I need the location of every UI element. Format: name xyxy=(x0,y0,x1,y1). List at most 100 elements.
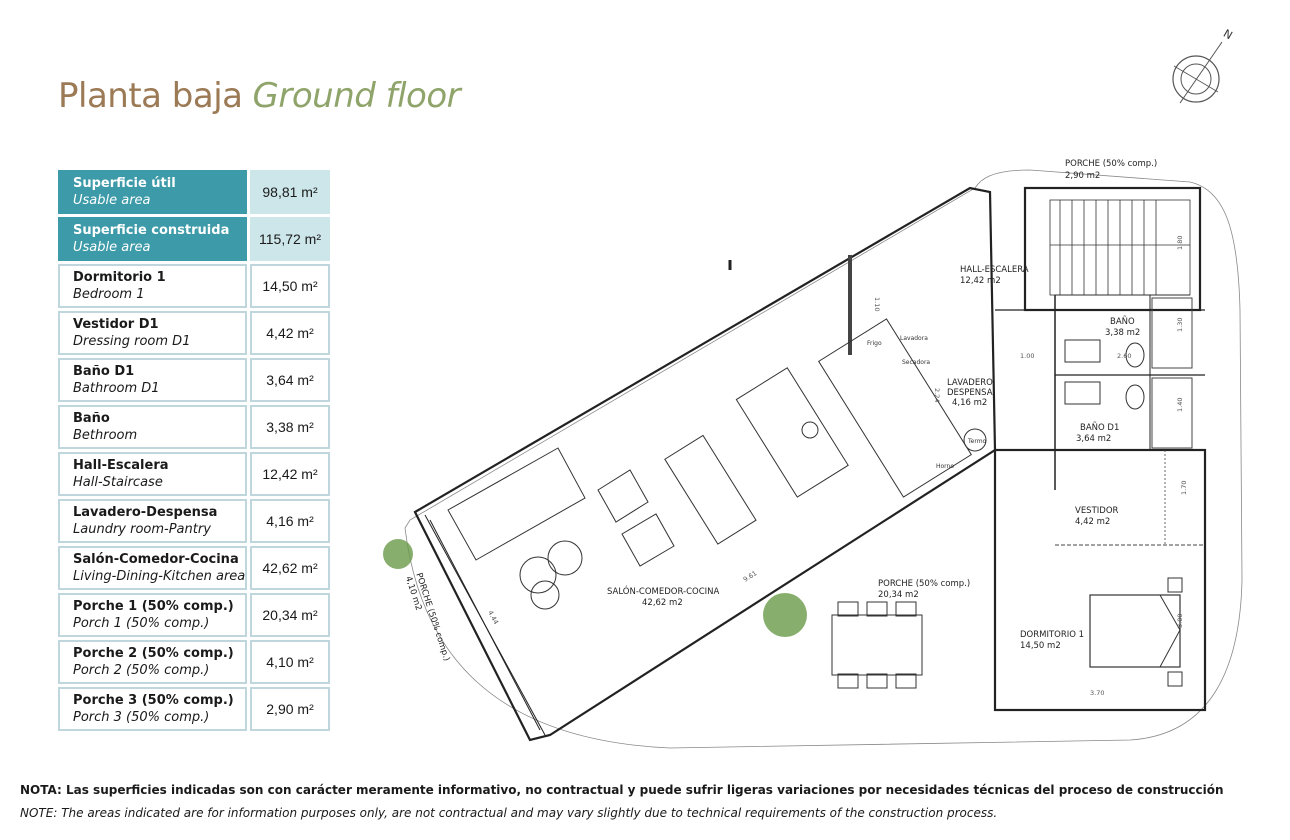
note-spanish: NOTA: Las superficies indicadas son con … xyxy=(20,783,1224,797)
label-banod1-area: 3,64 m2 xyxy=(1076,434,1111,444)
tree-icon xyxy=(383,539,807,637)
dim-label: 4.44 xyxy=(486,609,500,626)
note-english: NOTE: The areas indicated are for inform… xyxy=(20,806,998,820)
label-horno: Horno xyxy=(936,463,954,470)
area-row: Porche 3 (50% comp.)Porch 3 (50% comp.) … xyxy=(58,687,330,731)
area-name-es: Salón-Comedor-Cocina xyxy=(73,552,239,567)
site-boundary xyxy=(404,169,1243,749)
area-name-es: Dormitorio 1 xyxy=(73,270,166,285)
label-bano-name: BAÑO xyxy=(1110,316,1135,327)
area-name-es: Porche 3 (50% comp.) xyxy=(73,693,234,708)
compass-icon: N xyxy=(1172,27,1235,104)
dim-label: 1.40 xyxy=(1176,398,1184,412)
label-hall-area: 12,42 m2 xyxy=(960,276,1001,286)
dim-label: 1.70 xyxy=(1180,481,1188,495)
area-name-es: Superficie construida xyxy=(73,223,230,238)
area-value: 98,81 m² xyxy=(250,170,330,214)
label-salon-name: SALÓN-COMEDOR-COCINA xyxy=(607,585,720,597)
area-value: 2,90 m² xyxy=(250,687,330,731)
label-lavadero-name1: LAVADERO xyxy=(947,378,993,388)
area-value: 12,42 m² xyxy=(250,452,330,496)
label-frigo: Frigo xyxy=(867,340,882,347)
area-name-es: Baño D1 xyxy=(73,364,135,379)
dim-label: 2.60 xyxy=(1117,352,1131,360)
label-banod1-name: BAÑO D1 xyxy=(1080,422,1119,433)
label-porche3-name: PORCHE (50% comp.) xyxy=(1065,159,1157,169)
area-value: 14,50 m² xyxy=(250,264,330,308)
area-name-en: Living-Dining-Kitchen area xyxy=(73,569,246,584)
dim-label: 1.30 xyxy=(1176,318,1184,332)
area-name-es: Porche 1 (50% comp.) xyxy=(73,599,234,614)
living-block xyxy=(413,186,997,742)
label-secadora: Secadora xyxy=(902,359,930,366)
area-value: 20,34 m² xyxy=(250,593,330,637)
title-spanish: Planta baja xyxy=(58,76,243,116)
area-name-en: Usable area xyxy=(73,240,151,255)
area-name-en: Dressing room D1 xyxy=(73,334,191,349)
label-vestidor-area: 4,42 m2 xyxy=(1075,517,1110,527)
dim-label: 2.24 xyxy=(933,388,941,402)
dim-label: 1.10 xyxy=(873,297,881,311)
dining-table xyxy=(664,434,923,689)
label-dormitorio-name: DORMITORIO 1 xyxy=(1020,630,1084,640)
area-name-en: Hall-Staircase xyxy=(73,475,163,490)
area-name-es: Superficie útil xyxy=(73,176,176,191)
label-termo: Termo xyxy=(967,438,987,445)
sofa xyxy=(447,447,675,610)
area-name-en: Bathroom D1 xyxy=(73,381,160,396)
area-name-en: Bethroom xyxy=(73,428,138,443)
area-value: 4,10 m² xyxy=(250,640,330,684)
label-lavadora: Lavadora xyxy=(900,335,928,342)
area-value: 115,72 m² xyxy=(250,217,330,261)
label-bano-area: 3,38 m2 xyxy=(1105,328,1140,338)
label-lavadero-area: 4,16 m2 xyxy=(952,398,987,408)
label-dormitorio-area: 14,50 m2 xyxy=(1020,641,1061,651)
label-porche1-name: PORCHE (50% comp.) xyxy=(878,579,970,589)
label-porche1-area: 20,34 m2 xyxy=(878,590,919,600)
area-name-en: Laundry room-Pantry xyxy=(73,522,211,537)
dim-label: 1.00 xyxy=(1020,352,1034,360)
area-value: 3,64 m² xyxy=(250,358,330,402)
staircase xyxy=(1049,199,1191,296)
kitchen xyxy=(735,318,987,498)
area-row: Vestidor D1 Dressing room D1 4,42 m² xyxy=(58,311,330,355)
area-row: Porche 1 (50% comp.)Porch 1 (50% comp.) … xyxy=(58,593,330,637)
label-hall-name: HALL-ESCALERA xyxy=(960,265,1029,275)
area-name-en: Usable area xyxy=(73,193,151,208)
label-lavadero-name2: DESPENSA xyxy=(947,388,993,398)
label-salon-area: 42,62 m2 xyxy=(642,598,683,608)
area-row: Baño D1 Bathroom D1 3,64 m² xyxy=(58,358,330,402)
area-name-es: Vestidor D1 xyxy=(73,317,159,332)
area-name-es: Baño xyxy=(73,411,110,426)
label-porche2-name: PORCHE (50% comp.) xyxy=(413,572,451,663)
area-value: 3,38 m² xyxy=(250,405,330,449)
label-porche3-area: 2,90 m2 xyxy=(1065,171,1100,181)
area-name-en: Bedroom 1 xyxy=(73,287,145,302)
floor-plan: PORCHE (50% comp.) 2,90 m2 HALL-ESCALERA… xyxy=(383,159,1243,749)
area-name-es: Lavadero-Despensa xyxy=(73,505,218,520)
bedroom-block xyxy=(993,186,1207,712)
area-name-en: Porch 1 (50% comp.) xyxy=(73,616,210,631)
area-name-en: Porch 2 (50% comp.) xyxy=(73,663,210,678)
area-value: 42,62 m² xyxy=(250,546,330,590)
area-name-en: Porch 3 (50% comp.) xyxy=(73,710,210,725)
dim-label: 3.00 xyxy=(1176,614,1184,628)
area-row: Porche 2 (50% comp.)Porch 2 (50% comp.) … xyxy=(58,640,330,684)
area-name-es: Hall-Escalera xyxy=(73,458,169,473)
label-vestidor-name: VESTIDOR xyxy=(1075,506,1119,516)
area-row: Dormitorio 1 Bedroom 1 14,50 m² xyxy=(58,264,330,308)
title-english: Ground floor xyxy=(252,76,461,116)
compass-north-label: N xyxy=(1221,27,1235,42)
area-value: 4,42 m² xyxy=(250,311,330,355)
dim-label: 9.61 xyxy=(742,569,759,583)
area-name-es: Porche 2 (50% comp.) xyxy=(73,646,234,661)
area-value: 4,16 m² xyxy=(250,499,330,543)
dim-label: 1.80 xyxy=(1176,236,1184,250)
